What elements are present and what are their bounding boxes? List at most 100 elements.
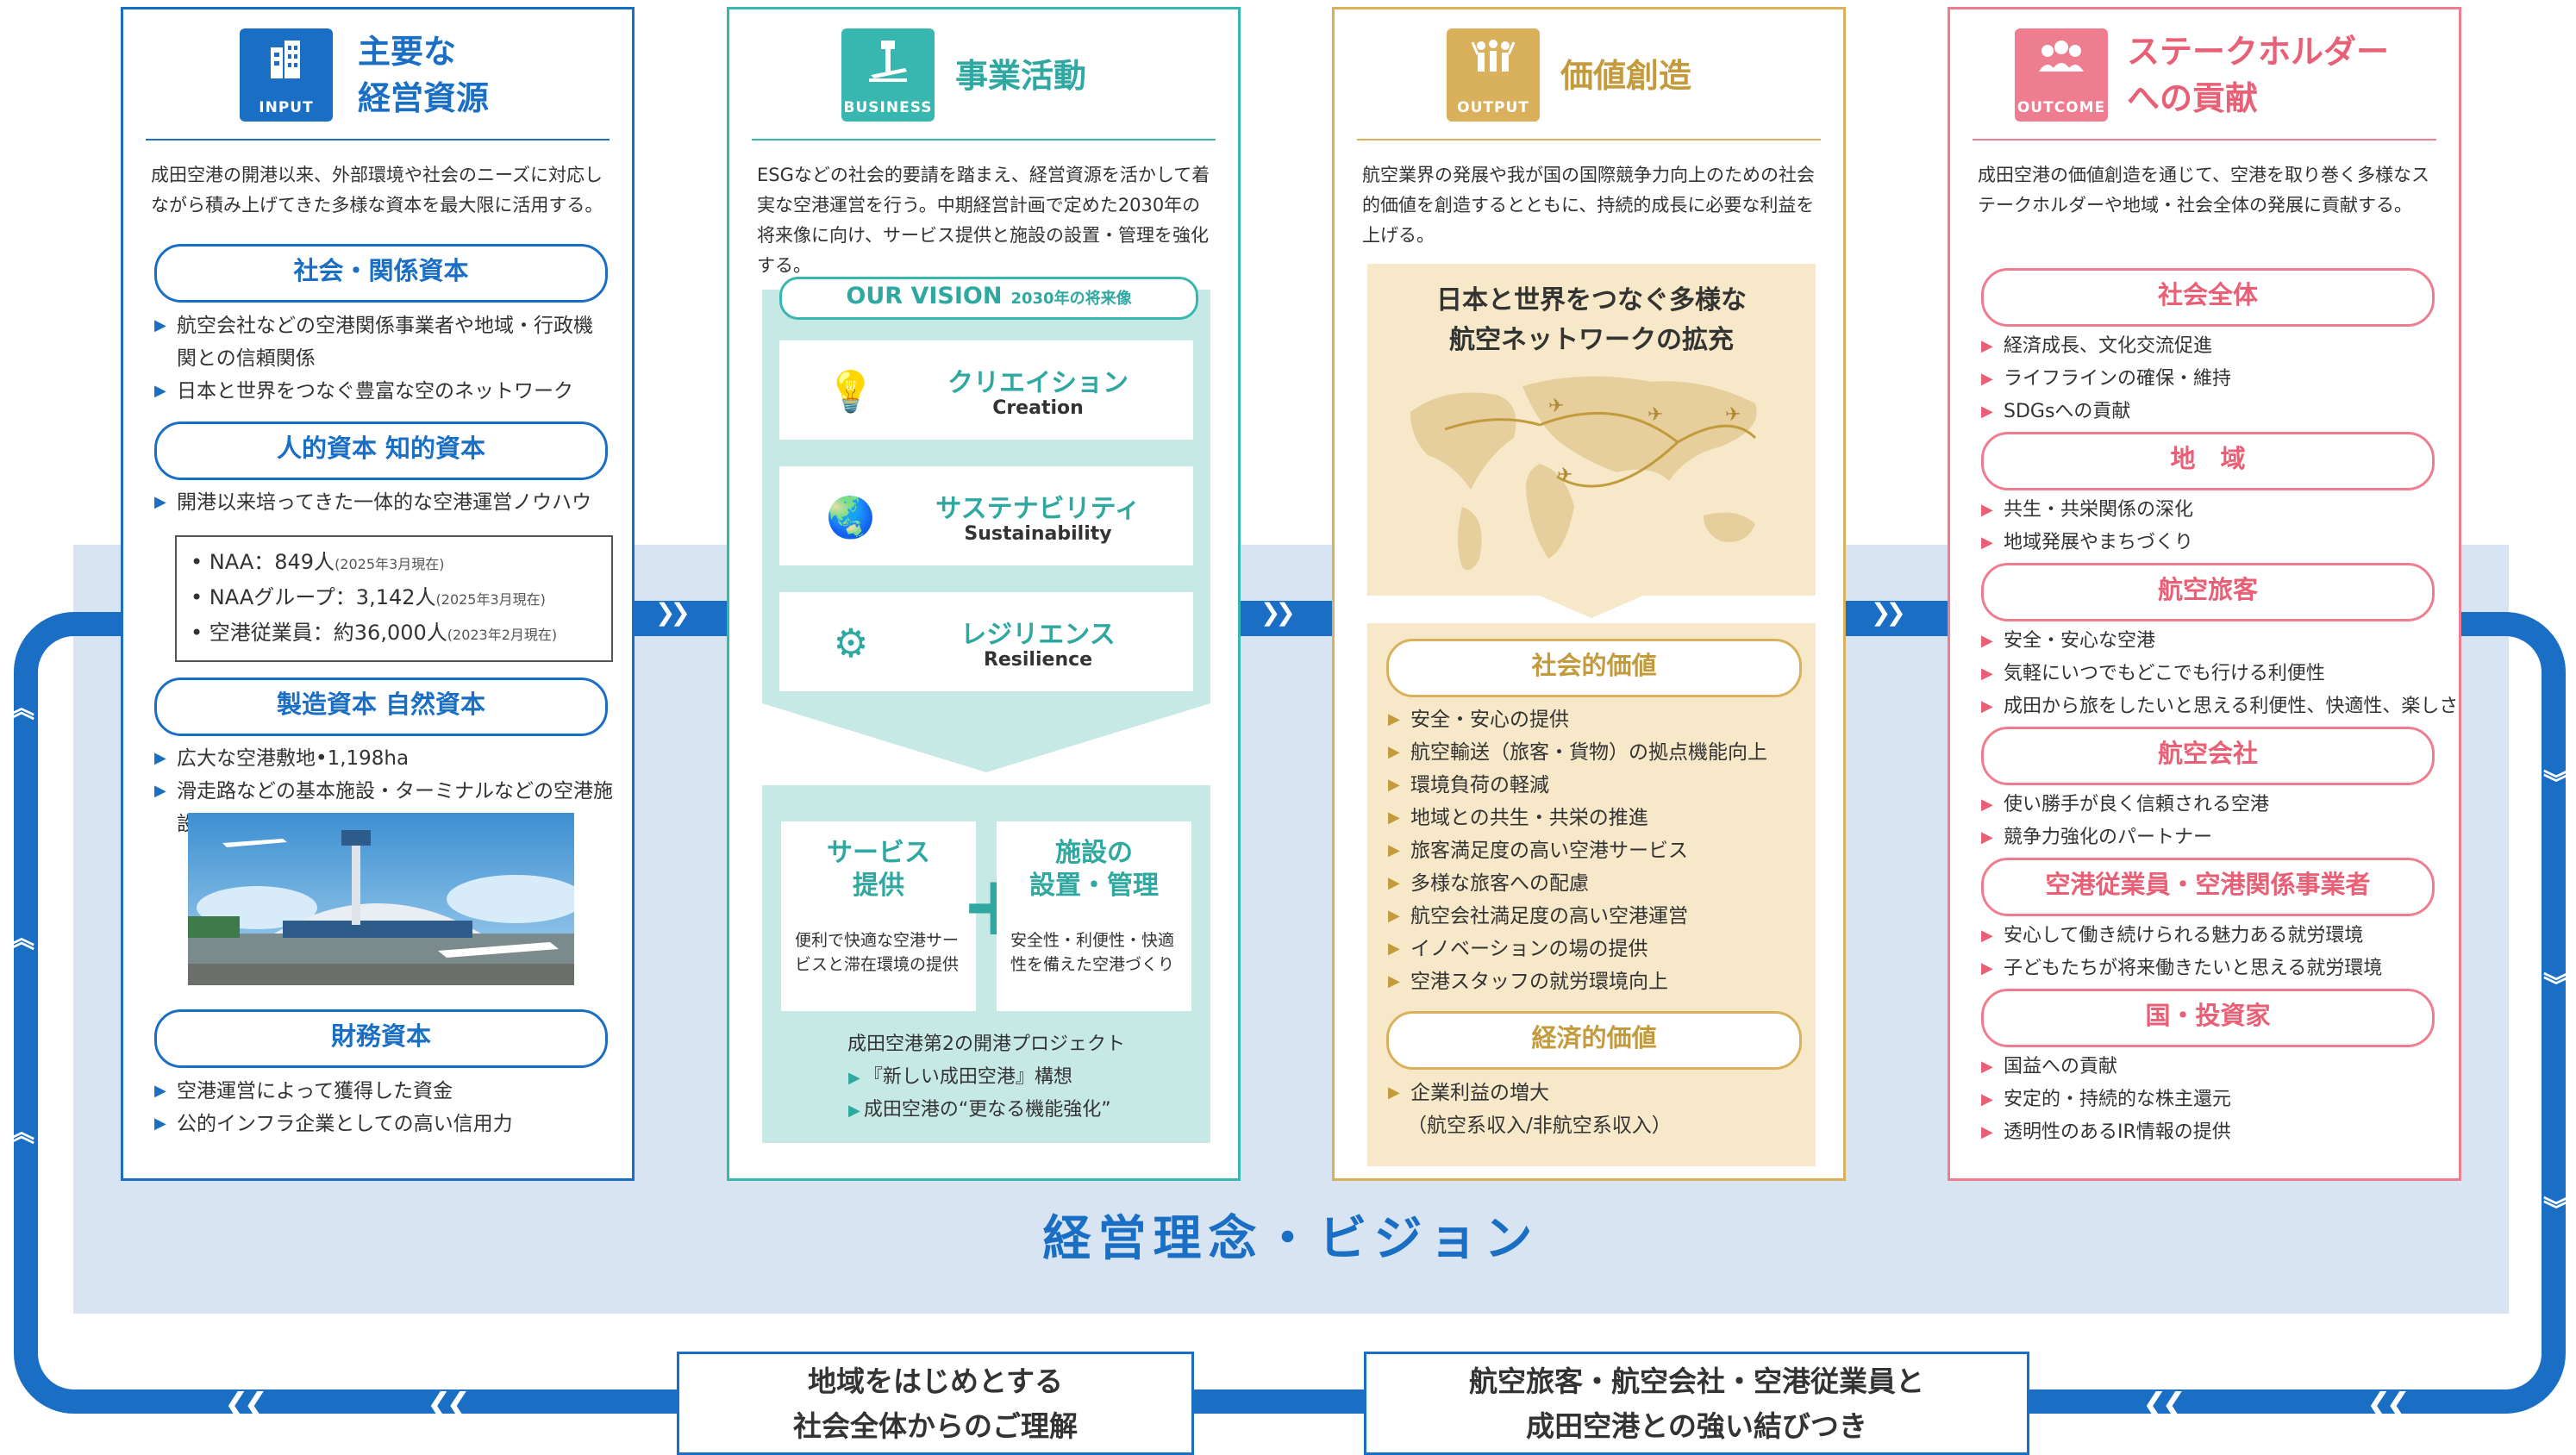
stakeholder-society-pill: 社会全体: [1981, 268, 2435, 327]
list-item: 旅客満足度の高い空港サービス: [1388, 834, 1826, 867]
svg-text:✈: ✈: [1648, 404, 1663, 426]
list-item: 経済成長、文化交流促進: [1981, 330, 2450, 363]
people-gear-icon: ⚙: [833, 620, 869, 666]
output-title: 価値創造: [1560, 57, 1692, 95]
stat-note: (2025年3月現在): [335, 556, 445, 572]
list-item: 子どもたちが将来働きたいと思える就労環境: [1981, 952, 2455, 985]
list-item: 安全・安心の提供: [1388, 703, 1826, 736]
list-item: SDGsへの貢献: [1981, 396, 2450, 428]
list-item: 地域との共生・共栄の推進: [1388, 802, 1826, 834]
list-item: 公的インフラ企業としての高い信用力: [154, 1108, 606, 1140]
loop-chevron-icon: ❮❮: [427, 1387, 471, 1421]
list-item: 広大な空港敷地•1,198ha: [154, 742, 615, 775]
project-title: 成田空港第2の開港プロジェクト: [847, 1033, 1125, 1055]
flow-chevron-icon: ❯❯: [1260, 598, 1296, 627]
staff-stats-box: • NAA：849人(2025年3月現在) • NAAグループ：3,142人(2…: [175, 535, 613, 662]
list-item: 気軽にいつでもどこでも行ける利便性: [1981, 658, 2455, 690]
group-icon: OUTCOME: [2015, 28, 2108, 122]
our-vision-sub: 2030年の将来像: [1010, 290, 1132, 308]
output-tag: OUTPUT: [1457, 99, 1529, 116]
economic-note: （航空系収入/非航空系収入）: [1407, 1115, 1672, 1137]
control-tower-icon: BUSINESS: [841, 28, 935, 122]
loop-chevron-icon: ❮❮: [2142, 1387, 2186, 1421]
list-item: ライフラインの確保・維持: [1981, 363, 2450, 396]
bottom-left-box: 地域をはじめとする 社会全体からのご理解: [677, 1352, 1194, 1455]
list-item: イノベーションの場の提供: [1388, 933, 1826, 965]
stakeholder-investors-pill: 国・投資家: [1981, 989, 2435, 1047]
business-card: BUSINESS 事業活動 ESGなどの社会的要請を踏まえ、経営資源を活かして着…: [727, 7, 1241, 1181]
stat-naa: • NAA：849人: [191, 550, 335, 574]
vision-jp: クリエイション: [947, 368, 1129, 398]
divider: [146, 139, 610, 141]
business-activities-panel: サービス 提供 便利で快適な空港サービスと滞在環境の提供 + 施設の 設置・管理…: [762, 785, 1210, 1143]
building-icon: INPUT: [240, 28, 333, 122]
vision-jp: サステナビリティ: [935, 494, 1141, 524]
list-item: 航空会社などの空港関係事業者や地域・行政機関との信頼関係: [154, 309, 606, 375]
capital-financial-pill: 財務資本: [154, 1009, 608, 1068]
list-item: 共生・共栄関係の深化: [1981, 494, 2450, 527]
project-item: 『新しい成田空港』構想: [848, 1061, 1072, 1095]
loop-chevron-up-icon: ︽: [9, 694, 34, 724]
vision-down-arrow: [762, 703, 1210, 772]
list-item: 安全・安心な空港: [1981, 625, 2455, 658]
project-item: 成田空港の“更なる機能強化”: [848, 1094, 1111, 1127]
list-item: 成田から旅をしたいと思える利便性、快適性、楽しさ: [1981, 690, 2455, 723]
loop-chevron-down-icon: ︾: [2543, 1196, 2569, 1226]
list-item: 透明性のあるIR情報の提供: [1981, 1116, 2450, 1149]
capital-manufacturing-pill: 製造資本 自然資本: [154, 678, 608, 736]
input-card: INPUT 主要な 経営資源 成田空港の開港以来、外部環境や社会のニーズに対応し…: [121, 7, 635, 1181]
loop-chevron-down-icon: ︾: [2543, 971, 2569, 1002]
stat-airport-staff: • 空港従業員：約36,000人: [191, 621, 447, 645]
svg-text:✈: ✈: [1725, 404, 1741, 426]
svg-text:✈: ✈: [1557, 465, 1572, 486]
flow-arrow: [1241, 601, 1334, 627]
loop-chevron-down-icon: ︾: [2543, 769, 2569, 799]
world-map-illustration: ✈ ✈ ✈ ✈: [1410, 376, 1757, 571]
input-tag: INPUT: [259, 99, 314, 116]
stakeholder-passengers-pill: 航空旅客: [1981, 563, 2435, 621]
loop-chevron-up-icon: ︽: [9, 924, 34, 954]
flow-chevron-icon: ❯❯: [1871, 598, 1906, 627]
loop-chevron-icon: ❮❮: [224, 1387, 268, 1421]
bottom-right-box: 航空旅客・航空会社・空港従業員と 成田空港との強い結びつき: [1364, 1352, 2029, 1455]
list-item: 環境負荷の軽減: [1388, 769, 1826, 802]
outcome-card: OUTCOME ステークホルダー への貢献 成田空港の価値創造を通じて、空港を取…: [1948, 7, 2461, 1181]
divider: [1973, 139, 2436, 141]
vision-resilience: ⚙ レジリエンス Resilience: [779, 592, 1193, 691]
facility-title: 施設の 設置・管理: [1029, 838, 1159, 901]
facility-desc: 安全性・利便性・快適性を備えた空港づくり: [1010, 931, 1175, 974]
list-item: 国益への貢献: [1981, 1051, 2450, 1083]
list-item: 安定的・持続的な株主還元: [1981, 1083, 2450, 1116]
flow-arrow: [1846, 601, 1948, 627]
facility-box: 施設の 設置・管理 安全性・利便性・快適性を備えた空港づくり: [997, 821, 1191, 1011]
list-item: 競争力強化のパートナー: [1981, 821, 2450, 854]
flow-arrow: [635, 601, 728, 627]
list-item: 使い勝手が良く信頼される空港: [1981, 789, 2450, 821]
list-item: 多様な旅客への配慮: [1388, 867, 1826, 900]
airport-illustration: [188, 813, 574, 985]
mission-vision-label: 経営理念・ビジョン: [1042, 1211, 1540, 1267]
list-item: 企業利益の増大: [1388, 1077, 1826, 1109]
divider: [1357, 139, 1821, 141]
stakeholder-employees-pill: 空港従業員・空港関係事業者: [1981, 858, 2435, 916]
vision-en: Creation: [992, 397, 1084, 419]
outcome-description: 成田空港の価値創造を通じて、空港を取り巻く多様なステークホルダーや地域・社会全体…: [1978, 165, 2429, 215]
vision-en: Resilience: [983, 649, 1093, 671]
stat-note: (2025年3月現在): [435, 591, 546, 608]
business-description: ESGなどの社会的要請を踏まえ、経営資源を活かして着実な空港運営を行う。中期経営…: [757, 165, 1210, 276]
list-item: 航空輸送（旅客・貨物）の拠点機能向上: [1388, 736, 1826, 769]
service-title: サービス 提供: [827, 838, 930, 901]
network-map-title: 日本と世界をつなぐ多様な 航空ネットワークの拡充: [1436, 285, 1747, 355]
stakeholder-region-pill: 地 域: [1981, 432, 2435, 490]
list-item: 安心して働き続けられる魅力ある就労環境: [1981, 920, 2455, 952]
social-value-pill: 社会的価値: [1386, 639, 1802, 697]
list-item: 滑走路などの基本施設・ターミナルなどの空港施設: [154, 775, 615, 840]
outcome-tag: OUTCOME: [2016, 99, 2106, 116]
business-title: 事業活動: [955, 57, 1087, 95]
list-item: 空港スタッフの就労環境向上: [1388, 965, 1826, 998]
stat-note: (2023年2月現在): [447, 627, 558, 643]
stat-naa-group: • NAAグループ：3,142人: [191, 585, 436, 609]
list-item: 地域発展やまちづくり: [1981, 527, 2450, 559]
output-card: OUTPUT 価値創造 航空業界の発展や我が国の国際競争力向上のための社会的価値…: [1332, 7, 1846, 1181]
people-cheer-icon: OUTPUT: [1447, 28, 1540, 122]
